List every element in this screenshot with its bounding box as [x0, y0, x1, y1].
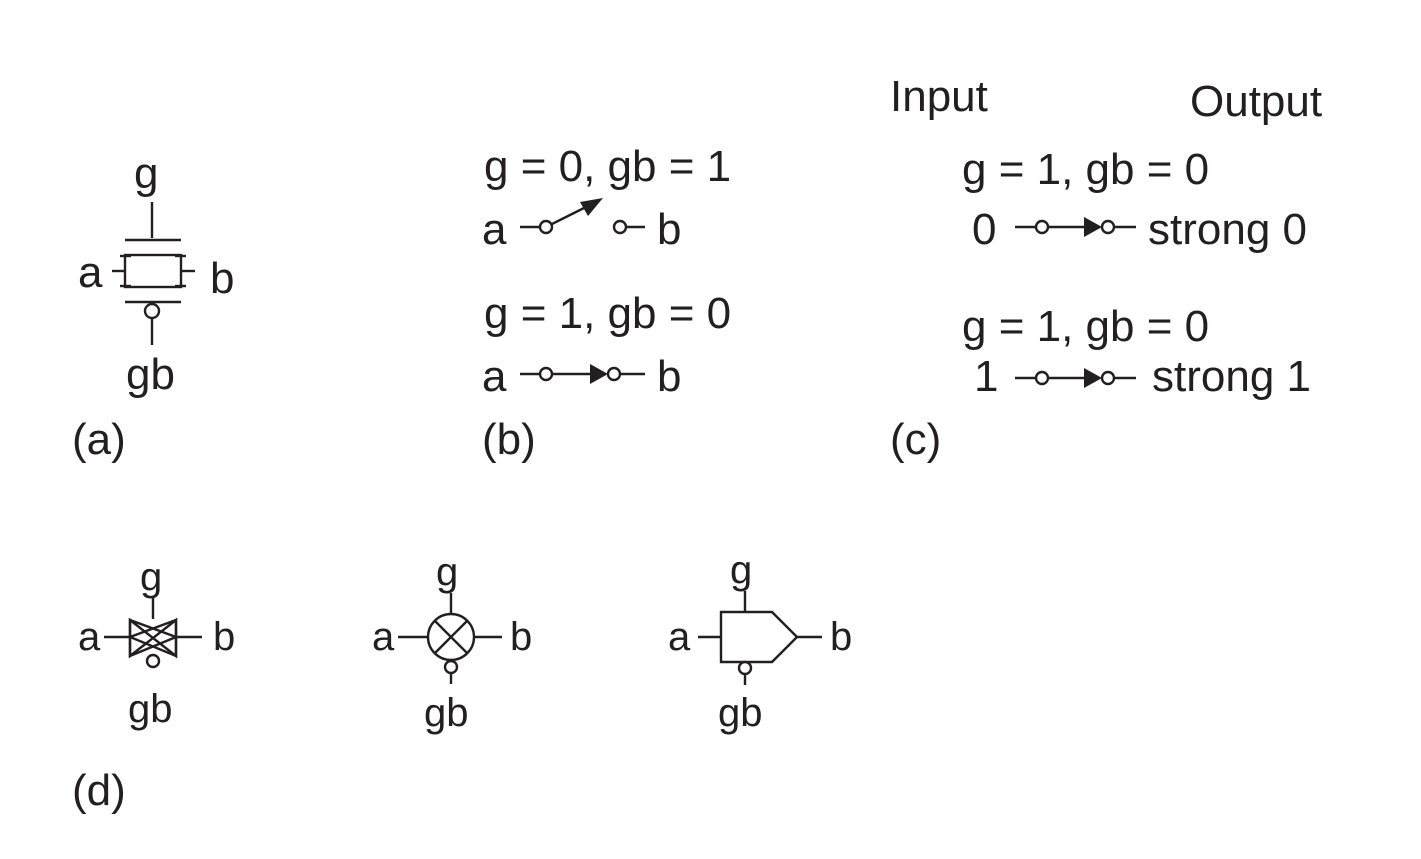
panel-c-row1-condition: g = 1, gb = 0 — [962, 302, 1209, 351]
panel-d-pentagon-terminal-b: b — [830, 615, 852, 659]
panel-d-label: (d) — [72, 766, 126, 815]
panel-b-label: (b) — [482, 415, 536, 464]
panel-a: g a b gb (a) — [72, 149, 234, 464]
panel-c-row0-output: strong 0 — [1148, 205, 1307, 254]
panel-d-pentagon-terminal-g: g — [730, 548, 752, 592]
panel-c-label: (c) — [890, 415, 941, 464]
panel-d-bowtie-inversion-bubble — [145, 653, 161, 669]
panel-c-row1-contact-in — [1034, 370, 1050, 386]
panel-c-row1-output: strong 1 — [1152, 352, 1311, 401]
panel-c-row1-contact-out — [1100, 370, 1116, 386]
panel-b-open-switch-arrowhead — [580, 198, 603, 216]
panel-c-row1-input: 1 — [974, 352, 998, 401]
panel-b-off-condition: g = 0, gb = 1 — [484, 142, 731, 191]
panel-d-pentagon-terminal-a: a — [668, 615, 691, 659]
panel-c-output-header: Output — [1190, 77, 1322, 126]
panel-c-row0-condition: g = 1, gb = 0 — [962, 145, 1209, 194]
panel-a-terminal-g: g — [134, 149, 158, 198]
panel-a-terminal-b: b — [210, 254, 234, 303]
panel-b-on-terminal-a: a — [482, 352, 507, 401]
panel-a-inversion-bubble — [143, 302, 161, 320]
panel-d-pentagon-body — [719, 610, 799, 664]
panel-d-pentagon-inversion-bubble — [737, 660, 753, 676]
panel-d-bowtie-body — [128, 617, 178, 659]
panel-d-bowtie-reverse-triangle — [128, 618, 180, 658]
panel-d-circle-terminal-g: g — [436, 550, 458, 594]
panel-b-off-contact-b — [612, 219, 628, 235]
panel-d-bowtie-terminal-b: b — [213, 615, 235, 659]
panel-c-input-header: Input — [890, 72, 988, 121]
panel-c: Input Output g = 1, gb = 0 0 strong 0 g … — [890, 72, 1322, 464]
panel-a-label: (a) — [72, 415, 126, 464]
panel-d-pentagon-terminal-gb: gb — [718, 691, 763, 735]
panel-c-row1-arrowhead — [1084, 368, 1102, 388]
panel-b-closed-switch-arrowhead — [590, 364, 608, 384]
panel-b-off-terminal-b: b — [657, 205, 681, 254]
panel-d-circle-terminal-a: a — [372, 615, 395, 659]
panel-d-circle-inversion-bubble — [443, 659, 459, 675]
panel-a-terminal-a: a — [78, 248, 103, 297]
panel-d-bowtie-terminal-a: a — [78, 615, 101, 659]
panel-d-circle-cross-2 — [434, 620, 468, 654]
panel-a-channel — [123, 253, 183, 289]
panel-b-off-contact-a — [538, 219, 554, 235]
panel-d-pentagon-symbol: g a b gb — [668, 548, 852, 735]
panel-b-on-contact-a — [538, 366, 554, 382]
panel-c-row0-input: 0 — [972, 205, 996, 254]
panel-d-circle-symbol: g a b gb — [372, 550, 532, 735]
panel-d-circle-terminal-b: b — [510, 615, 532, 659]
panel-c-row0-contact-in — [1034, 219, 1050, 235]
panel-b: g = 0, gb = 1 a b g = 1, gb = 0 a b (b) — [482, 142, 731, 464]
panel-d-bowtie-symbol: g a b gb — [78, 555, 235, 731]
panel-d-bowtie-terminal-g: g — [140, 555, 162, 599]
panel-b-on-contact-b — [606, 366, 622, 382]
panel-b-on-condition: g = 1, gb = 0 — [484, 289, 731, 338]
panel-b-off-terminal-a: a — [482, 205, 507, 254]
panel-d-circle-terminal-gb: gb — [424, 691, 469, 735]
panel-b-on-terminal-b: b — [657, 352, 681, 401]
panel-c-row0-arrowhead — [1084, 217, 1102, 237]
panel-a-terminal-gb: gb — [126, 350, 175, 399]
panel-c-row0-contact-out — [1100, 219, 1116, 235]
panel-b-open-switch-arm — [551, 204, 589, 226]
panel-d: g a b gb g a b gb — [72, 548, 852, 815]
panel-d-bowtie-terminal-gb: gb — [128, 687, 173, 731]
